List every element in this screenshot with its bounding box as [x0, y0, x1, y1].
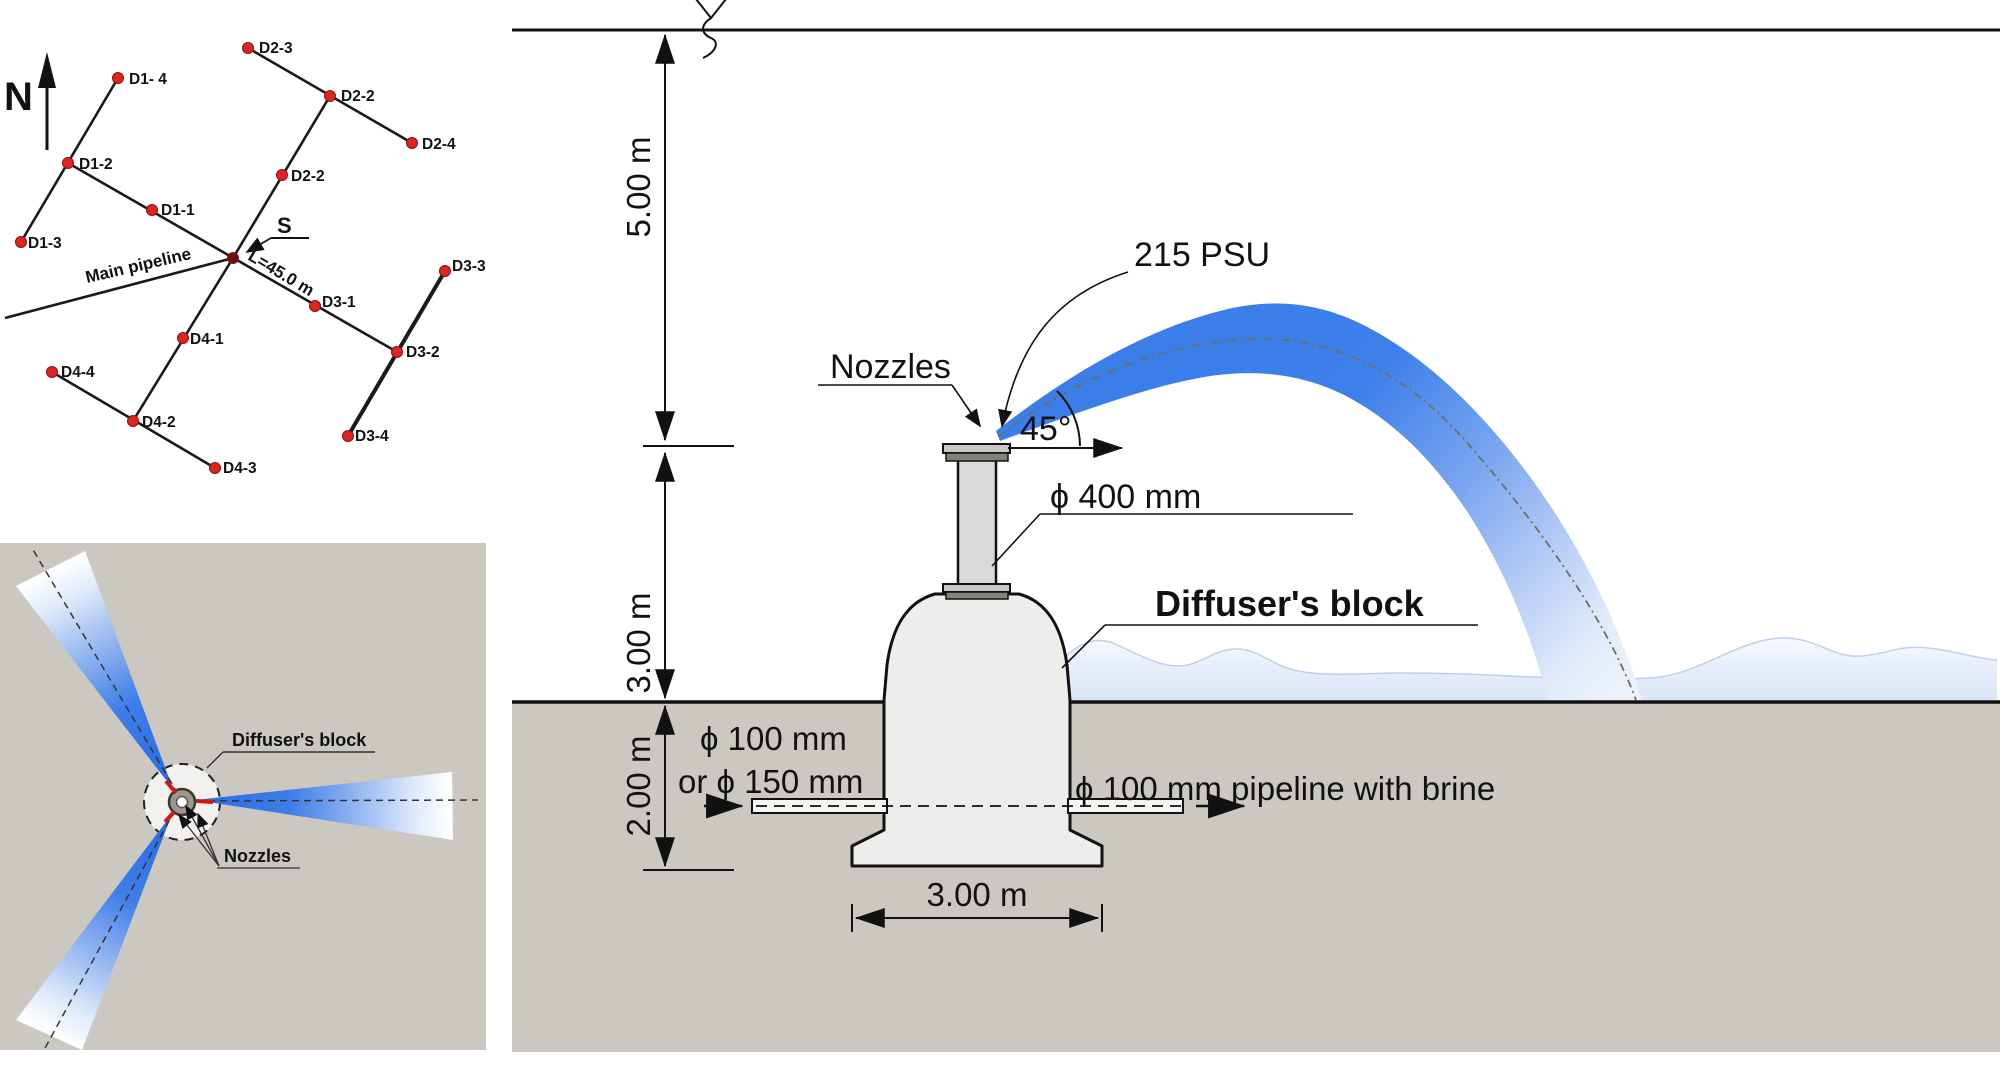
plan-block-label: Diffuser's block: [232, 730, 367, 750]
node-label: D4-3: [223, 460, 257, 477]
water-depth-dim: 5.00 m: [620, 137, 657, 238]
brine-pipeline-label: ϕ 100 mm pipeline with brine: [1075, 770, 1495, 807]
block-label: Diffuser's block: [1155, 583, 1425, 624]
plan-nozzle-marks: [163, 779, 214, 824]
base-width-dimension: [851, 904, 1103, 932]
brine-jet: [996, 303, 1642, 700]
diffuser-block: [850, 592, 1104, 868]
node-label: D3-3: [452, 258, 486, 275]
brine-spreading-layer: [1063, 637, 1997, 700]
node-label: D3-1: [322, 294, 356, 311]
node-label: D4-1: [190, 331, 224, 348]
brine-pipes: [704, 793, 1246, 819]
salinity-label: 215 PSU: [1134, 236, 1270, 274]
node-label: D1- 4: [129, 71, 167, 88]
node-label: D2-3: [259, 40, 293, 57]
plan-hub-opening: [175, 795, 189, 809]
plan-jet-upper-left: [16, 551, 173, 789]
cross-section: 5.00 m 3.00 m 2.00 m 3.00 m: [512, 0, 2000, 1052]
water-level-icon: [695, 0, 727, 59]
pipeline-node-dots: [15, 42, 451, 474]
length-label: L=45.0 m: [245, 246, 318, 300]
pipe-diameter-line1: ϕ 100 mm: [700, 720, 847, 757]
plume-top-edge: [1062, 637, 1998, 680]
plan-jet-right: [195, 772, 453, 840]
node-label: D4-2: [142, 414, 176, 431]
source-callout: S: [245, 213, 309, 253]
riser-diameter-callout: [991, 513, 1353, 567]
dimension-chain: [643, 33, 734, 871]
pipe-diameter-line2: or ϕ 150 mm: [678, 763, 863, 800]
north-label: N: [4, 75, 33, 119]
salinity-leader: [998, 271, 1129, 428]
plan-jet-centerlines: [31, 547, 479, 1051]
nozzles-label: Nozzles: [830, 348, 951, 386]
node-label: D2-2: [291, 168, 325, 185]
riser-bottom-flange: [942, 583, 1011, 600]
riser-pipe: [956, 455, 998, 589]
node-label: D3-4: [355, 428, 389, 445]
plan-nozzles-label: Nozzles: [224, 846, 291, 866]
plan-view-panel: Diffuser's block Nozzles: [0, 543, 486, 1051]
plan-nozzles-callout: [178, 804, 300, 869]
source-label: S: [277, 213, 292, 238]
node-label: D3-2: [406, 344, 440, 361]
pipeline-branches: [4, 46, 447, 470]
plan-block-callout: [206, 751, 375, 769]
riser-top-flange: [942, 443, 1011, 462]
node-label: D2-2: [341, 88, 375, 105]
node-label: D1-2: [79, 156, 113, 173]
pipeline-map: N D2-3 D1- 4 D2-2: [4, 40, 486, 477]
node-label: D1-1: [161, 202, 195, 219]
jet-centerline: [998, 337, 1637, 701]
node-label: D2-4: [422, 136, 456, 153]
plan-jet-lower-left: [16, 814, 172, 1050]
node-label: D4-4: [61, 364, 95, 381]
buried-depth-dim: 2.00 m: [620, 736, 657, 837]
main-pipeline-label: Main pipeline: [84, 244, 193, 287]
jet-angle-label: 45°: [1020, 410, 1071, 448]
riser-diameter-label: ϕ 400 mm: [1050, 478, 1201, 516]
block-callout: [1061, 624, 1478, 669]
nozzles-callout: [818, 384, 982, 428]
jet-angle-annotation: [1008, 390, 1124, 458]
seabed-ground: [512, 702, 2000, 1052]
north-arrow-icon: N: [4, 52, 56, 150]
node-label: D1-3: [28, 235, 62, 252]
pipeline-node-labels: D2-3 D1- 4 D2-2 D2-4 D1-2 D2-2 D1-1 D1-3…: [28, 40, 486, 477]
block-height-dim: 3.00 m: [620, 593, 657, 694]
base-width-dim: 3.00 m: [927, 876, 1028, 913]
